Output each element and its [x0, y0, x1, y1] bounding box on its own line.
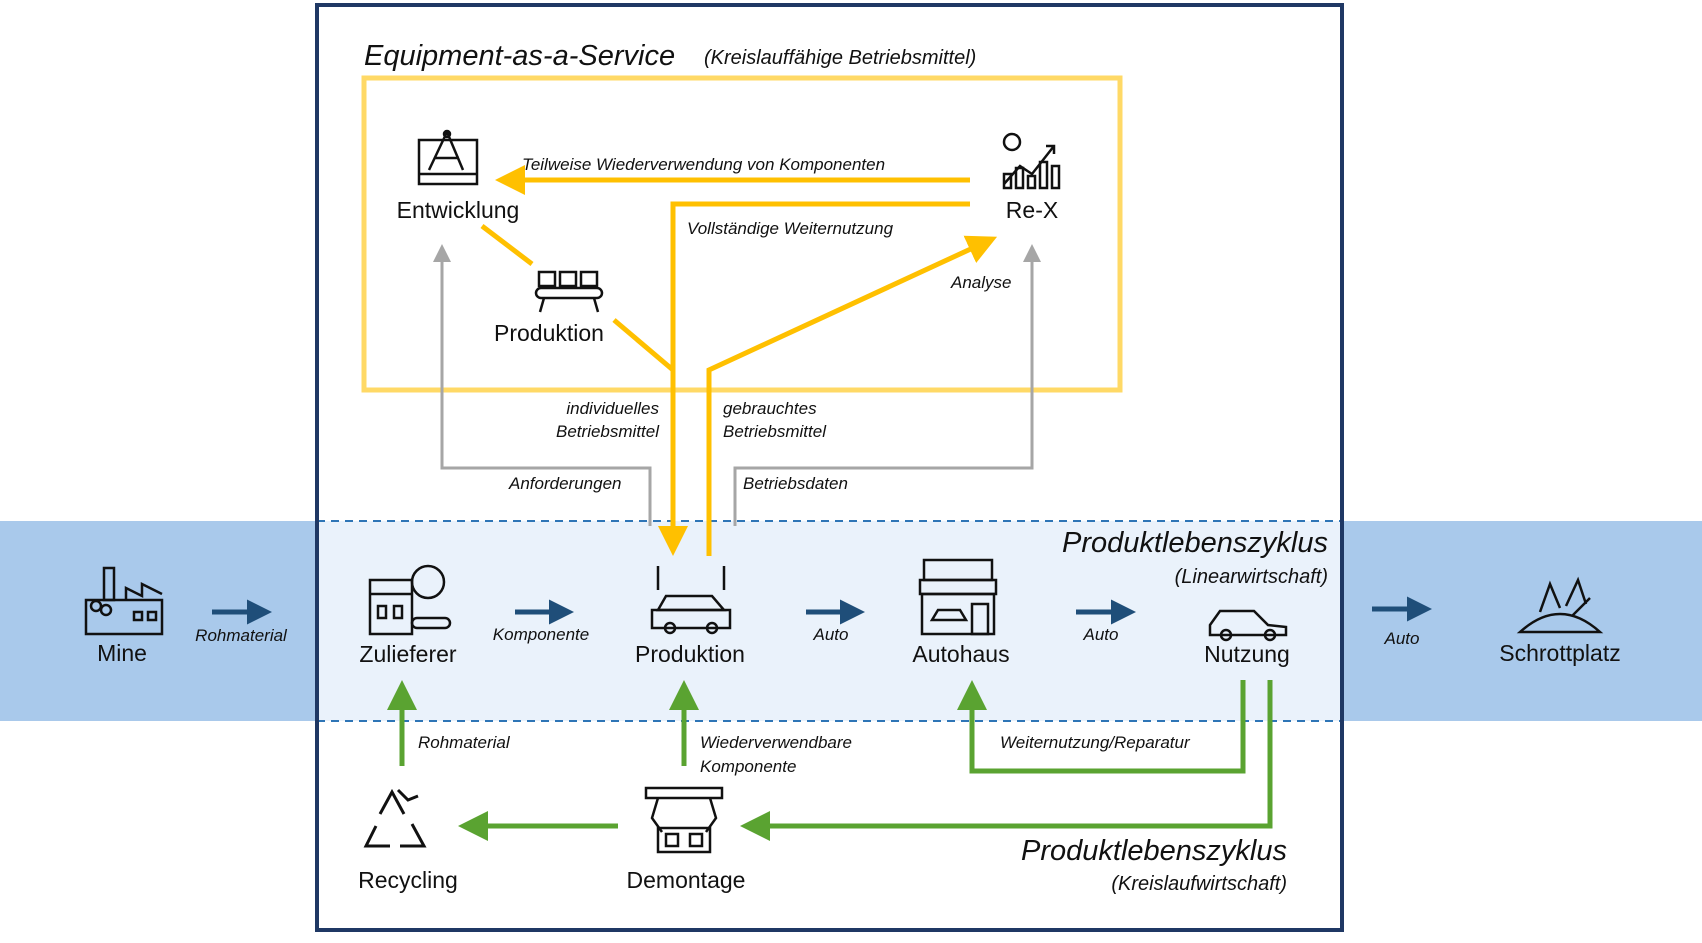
node-entwicklung: Entwicklung	[397, 129, 520, 223]
label-vollstaendig: Vollständige Weiternutzung	[687, 219, 894, 238]
scrap-heap-icon	[1516, 576, 1604, 634]
supplier-factory-icon	[368, 564, 452, 636]
node-rex: Re-X	[1002, 132, 1061, 223]
label-auto-1: Auto	[813, 625, 849, 644]
blueprint-compass-icon	[417, 129, 479, 186]
linear-band-inner	[317, 521, 1342, 721]
label-komponente: Komponente	[493, 625, 589, 644]
node-produktion: Produktion	[635, 566, 745, 667]
node-recycling: Recycling	[358, 788, 458, 893]
eaas-title: Equipment-as-a-Service	[364, 40, 675, 72]
eaas-box	[361, 75, 1123, 393]
node-autohaus: Autohaus	[912, 558, 1010, 667]
node-eaas-produktion: Produktion	[494, 270, 604, 346]
arrow-anforderungen	[433, 244, 652, 526]
label-circ-rohmaterial: Rohmaterial	[418, 733, 511, 752]
label-auto-3: Auto	[1384, 629, 1420, 648]
label-betriebsdaten: Betriebsdaten	[743, 474, 848, 493]
circular-title: Produktlebenszyklus	[1021, 835, 1287, 867]
eaas-produktion-label: Produktion	[494, 320, 604, 346]
eaas-subtitle: (Kreislauffähige Betriebsmittel)	[704, 47, 976, 69]
node-nutzung: Nutzung	[1204, 609, 1290, 667]
car-assembly-icon	[650, 566, 732, 635]
demontage-label: Demontage	[627, 867, 746, 893]
zulieferer-label: Zulieferer	[359, 641, 456, 667]
arrow-vollstaendig	[658, 201, 970, 556]
label-teilweise: Teilweise Wiederverwendung von Komponent…	[522, 155, 885, 174]
circular-subtitle: (Kreislaufwirtschaft)	[1111, 873, 1287, 895]
label-wiederverwendbare-1: Wiederverwendbare	[700, 733, 852, 752]
produktion-label: Produktion	[635, 641, 745, 667]
mine-label: Mine	[97, 640, 147, 666]
entwicklung-label: Entwicklung	[397, 197, 520, 223]
linear-subtitle: (Linearwirtschaft)	[1175, 566, 1328, 588]
label-gebrauchtes-2: Betriebsmittel	[723, 422, 827, 441]
connector-produktion-main	[612, 318, 675, 372]
label-weiternutzung: Weiternutzung/Reparatur	[1000, 733, 1191, 752]
car-icon	[1208, 609, 1288, 642]
label-gebrauchtes-1: gebrauchtes	[723, 399, 817, 418]
label-anforderungen: Anforderungen	[508, 474, 621, 493]
car-dealership-icon	[918, 558, 998, 636]
node-mine: Mine	[84, 566, 164, 666]
rex-label: Re-X	[1006, 197, 1058, 223]
conveyor-boxes-icon	[534, 270, 604, 313]
recycling-label: Recycling	[358, 867, 458, 893]
label-analyse: Analyse	[950, 273, 1011, 292]
disassembly-robot-icon	[644, 786, 724, 854]
node-schrottplatz: Schrottplatz	[1499, 576, 1621, 666]
arrow-betriebsdaten	[733, 244, 1041, 526]
label-wiederverwendbare-2: Komponente	[700, 757, 796, 776]
node-demontage: Demontage	[627, 786, 746, 893]
arrow-gebrauchtes	[706, 235, 998, 556]
linear-title: Produktlebenszyklus	[1062, 527, 1328, 559]
label-individuelles-2: Betriebsmittel	[556, 422, 660, 441]
autohaus-label: Autohaus	[912, 641, 1009, 667]
main-frame	[315, 3, 1344, 932]
nutzung-label: Nutzung	[1204, 641, 1290, 667]
label-auto-2: Auto	[1083, 625, 1119, 644]
node-zulieferer: Zulieferer	[359, 564, 457, 667]
arrow-weiternutzung	[957, 680, 1246, 774]
arrow-nutzung-demontage	[740, 680, 1273, 841]
factory-mine-icon	[84, 566, 164, 636]
connector-entwicklung-produktion	[480, 224, 534, 266]
label-individuelles-1: individuelles	[566, 399, 659, 418]
recycling-icon	[363, 788, 427, 848]
analytics-chart-icon	[1002, 132, 1061, 190]
label-rohmaterial: Rohmaterial	[195, 626, 288, 645]
schrottplatz-label: Schrottplatz	[1499, 640, 1620, 666]
